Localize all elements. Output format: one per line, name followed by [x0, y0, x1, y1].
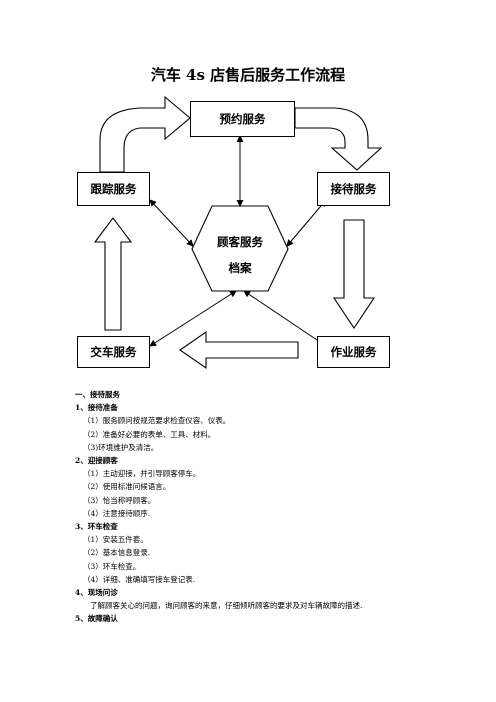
connector-right — [286, 199, 327, 247]
document-body: 一、接待服务 1、接待准备 （1）服务顾问按规范要求检查仪容、仪表。 （2）准备… — [75, 388, 362, 626]
list-item: （3）恰当称呼顾客。 — [83, 495, 156, 505]
connector-bottom-right — [243, 290, 327, 347]
list-item: （1）安装五件套。 — [83, 535, 148, 545]
section-heading: 3、环车检查 — [75, 522, 118, 532]
section-heading: 2、迎接顾客 — [75, 456, 118, 466]
connector-bottom-left — [149, 290, 237, 347]
paragraph: 了解顾客关心的问题，询问顾客的来意，仔细倾听顾客的要求及对车辆故障的描述. — [90, 601, 363, 611]
hexagon-label-line1: 顾客服务 — [217, 235, 263, 249]
section-heading: 5、故障确认 — [75, 614, 118, 624]
connector-left — [149, 199, 194, 247]
curved-arrow-top-right — [294, 107, 383, 171]
section-heading: 一、接待服务 — [75, 390, 120, 399]
node-tracking: 跟踪服务 — [77, 172, 150, 206]
page-title: 汽车 4s 店售后服务工作流程 — [150, 66, 346, 84]
list-item: （4）详细、准确填写接车登记表. — [83, 574, 196, 584]
list-item: （4）注意接待顺序. — [83, 508, 151, 518]
section-heading: 4、现场问诊 — [75, 588, 118, 598]
list-item: （3）环车检查。 — [83, 561, 141, 571]
node-appointment: 预约服务 — [190, 101, 295, 137]
list-item: （1）主动迎接，并引导顾客停车。 — [83, 469, 201, 479]
list-item: （2）使用标准问候语言。 — [83, 482, 171, 492]
list-item: （2）基本信息登录. — [83, 548, 151, 558]
hexagon-label-line2: 档案 — [228, 261, 252, 275]
left-arrow-bottom — [179, 330, 299, 370]
section-heading: 1、接待准备 — [75, 403, 118, 413]
down-arrow-right — [332, 219, 376, 329]
list-item: （3)环境维护及清洁。 — [83, 442, 159, 452]
up-arrow-left — [93, 217, 133, 331]
node-operation: 作业服务 — [317, 336, 390, 368]
list-item: （2）准备好必要的表单、工具、材料。 — [83, 429, 216, 439]
list-item: （1）服务顾问按规范要求检查仪容、仪表。 — [83, 416, 231, 426]
node-reception: 接待服务 — [317, 172, 390, 206]
curved-arrow-left-top — [99, 95, 191, 173]
node-delivery: 交车服务 — [77, 336, 150, 368]
